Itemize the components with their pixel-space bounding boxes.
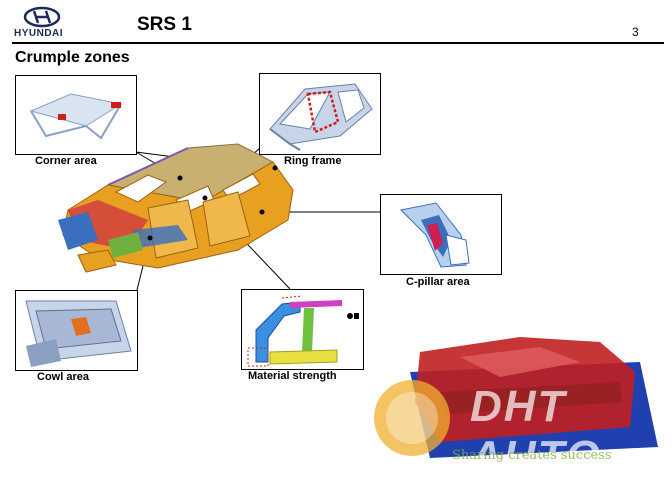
ring-frame-box: [259, 73, 381, 155]
material-strength-caption: Material strength: [248, 370, 337, 382]
corner-area-box: [15, 75, 137, 155]
slide-title: SRS 1: [137, 14, 192, 35]
page-number: 3: [632, 25, 639, 39]
watermark-logo: [374, 380, 450, 456]
header-rule: [12, 42, 664, 44]
c-pillar-area-box: [380, 194, 502, 275]
cowl-area-caption: Cowl area: [37, 371, 89, 383]
cowl-area-box: [15, 290, 138, 371]
corner-area-illustration: [29, 93, 123, 140]
c-pillar-illustration: [399, 202, 470, 268]
ring-frame-caption: Ring frame: [284, 155, 342, 167]
ring-frame-illustration: [269, 83, 373, 151]
material-strength-illustration: [247, 295, 359, 367]
material-strength-box: [241, 289, 364, 370]
brand-wordmark: HYUNDAI: [14, 28, 64, 39]
section-title: Crumple zones: [15, 49, 130, 66]
c-pillar-area-caption: C-pillar area: [406, 276, 470, 288]
cowl-area-illustration: [25, 300, 132, 367]
hyundai-logo: [23, 6, 61, 28]
watermark-brand: DHT AUTO: [470, 382, 602, 481]
corner-area-caption: Corner area: [35, 155, 97, 167]
car-body-illustration: [58, 143, 294, 273]
crash-simulation-illustration: [410, 337, 658, 458]
watermark-slogan: Sharing creates success: [452, 448, 612, 463]
